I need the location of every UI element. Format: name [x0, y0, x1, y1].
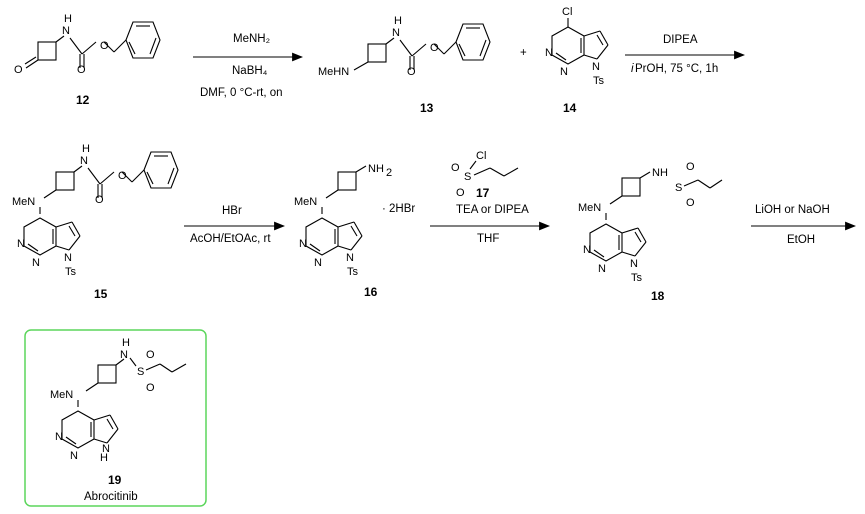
svg-text:MeHN: MeHN — [318, 66, 349, 78]
svg-text:EtOH: EtOH — [787, 234, 815, 246]
svg-text:i: i — [631, 63, 634, 75]
svg-text:H: H — [394, 15, 402, 27]
svg-text:DMF, 0 °C-rt, on: DMF, 0 °C-rt, on — [200, 87, 283, 99]
compound-label-12: 12 — [76, 93, 90, 107]
svg-text:N: N — [120, 349, 128, 361]
svg-text:MeN: MeN — [578, 202, 601, 214]
svg-text:O: O — [146, 382, 155, 394]
svg-text:LiOH or NaOH: LiOH or NaOH — [755, 204, 830, 216]
svg-text:MeNH₂: MeNH₂ — [233, 33, 270, 45]
svg-text:N: N — [560, 66, 568, 78]
atom-O: O — [14, 64, 23, 76]
svg-text:O: O — [95, 194, 104, 206]
svg-text:N: N — [392, 27, 400, 39]
reaction-step-3: HBr AcOH/EtOAc, rt — [184, 205, 286, 245]
svg-text:O: O — [451, 162, 460, 174]
svg-text:O: O — [146, 349, 155, 361]
svg-text:N: N — [70, 450, 78, 462]
svg-text:N: N — [55, 431, 63, 443]
svg-text:MeN: MeN — [12, 196, 35, 208]
compound-13: MeHN N H O O 13 — [318, 15, 491, 115]
svg-text:PrOH, 75 °C, 1h: PrOH, 75 °C, 1h — [635, 63, 718, 75]
svg-text:N: N — [314, 257, 322, 269]
compound-18: MeN N N N Ts NH O S O 18 — [578, 161, 723, 303]
reaction-step-5: LiOH or NaOH EtOH — [751, 204, 857, 246]
highlight-frame — [24, 329, 207, 507]
svg-text:S: S — [137, 366, 144, 378]
svg-text:S: S — [464, 171, 471, 183]
svg-text:Cl: Cl — [476, 150, 486, 162]
svg-text:N: N — [64, 252, 72, 264]
plus-sign: + — [520, 47, 527, 59]
svg-text:MeN: MeN — [294, 196, 317, 208]
svg-text:H: H — [82, 143, 90, 155]
svg-text:N: N — [598, 263, 606, 275]
svg-text:O: O — [77, 64, 86, 76]
svg-text:H: H — [64, 13, 72, 25]
svg-text:THF: THF — [477, 233, 499, 245]
svg-text:N: N — [346, 252, 354, 264]
svg-text:Cl: Cl — [562, 6, 572, 18]
svg-text:N: N — [102, 443, 110, 455]
svg-text:AcOH/EtOAc, rt: AcOH/EtOAc, rt — [190, 233, 271, 245]
svg-text:O: O — [686, 197, 695, 209]
svg-text:N: N — [592, 61, 600, 73]
svg-text:S: S — [675, 182, 682, 194]
svg-text:N: N — [62, 25, 70, 37]
svg-text:O: O — [407, 66, 416, 78]
svg-text:Ts: Ts — [347, 266, 359, 278]
svg-text:O: O — [686, 161, 695, 173]
svg-text:N: N — [17, 238, 25, 250]
svg-text:N: N — [299, 238, 307, 250]
reaction-step-1: MeNH₂ NaBH₄ DMF, 0 °C-rt, on — [193, 33, 304, 99]
svg-text:DIPEA: DIPEA — [663, 34, 698, 46]
svg-text:TEA or DIPEA: TEA or DIPEA — [456, 204, 529, 216]
compound-label-18: 18 — [651, 289, 665, 303]
svg-text:N: N — [545, 47, 553, 59]
svg-text:N: N — [32, 257, 40, 269]
compound-17: Cl S O O 17 — [451, 150, 519, 200]
svg-text:O: O — [118, 170, 127, 182]
compound-label-13: 13 — [420, 101, 434, 115]
compound-14: Cl N N N Ts 14 — [545, 6, 609, 115]
compound-label-14: 14 — [563, 101, 577, 115]
svg-text:Ts: Ts — [631, 272, 643, 284]
reaction-step-2: DIPEA i PrOH, 75 °C, 1h — [625, 34, 746, 75]
compound-16: MeN N N N Ts NH 2 · 2HBr 16 — [294, 163, 415, 299]
svg-text:N: N — [583, 244, 591, 256]
svg-text:MeN: MeN — [50, 389, 73, 401]
reaction-step-4: TEA or DIPEA THF — [430, 204, 551, 245]
compound-label-17: 17 — [476, 186, 490, 200]
svg-text:Ts: Ts — [65, 266, 77, 278]
svg-text:HBr: HBr — [222, 205, 242, 217]
compound-name-abrocitinib: Abrocitinib — [84, 491, 138, 503]
svg-text:NaBH₄: NaBH₄ — [232, 65, 268, 77]
salt-label: · 2HBr — [382, 203, 415, 215]
compound-15: MeN N N N Ts N H O O 15 — [12, 143, 179, 301]
compound-label-16: 16 — [364, 285, 378, 299]
svg-text:2: 2 — [386, 167, 392, 179]
compound-label-19: 19 — [108, 473, 122, 487]
svg-text:O: O — [430, 42, 439, 54]
compound-label-15: 15 — [94, 287, 108, 301]
svg-text:NH: NH — [368, 163, 384, 175]
svg-text:N: N — [80, 155, 88, 167]
compound-12: O N H O O 12 — [14, 13, 161, 107]
svg-text:N: N — [630, 258, 638, 270]
svg-text:NH: NH — [652, 167, 668, 179]
svg-text:O: O — [100, 40, 109, 52]
svg-text:H: H — [122, 337, 130, 349]
compound-19: MeN N N H N N H O S O 19 Abrocitinib — [50, 337, 187, 503]
svg-text:O: O — [456, 187, 465, 199]
svg-text:H: H — [100, 452, 108, 464]
svg-text:Ts: Ts — [593, 75, 605, 87]
